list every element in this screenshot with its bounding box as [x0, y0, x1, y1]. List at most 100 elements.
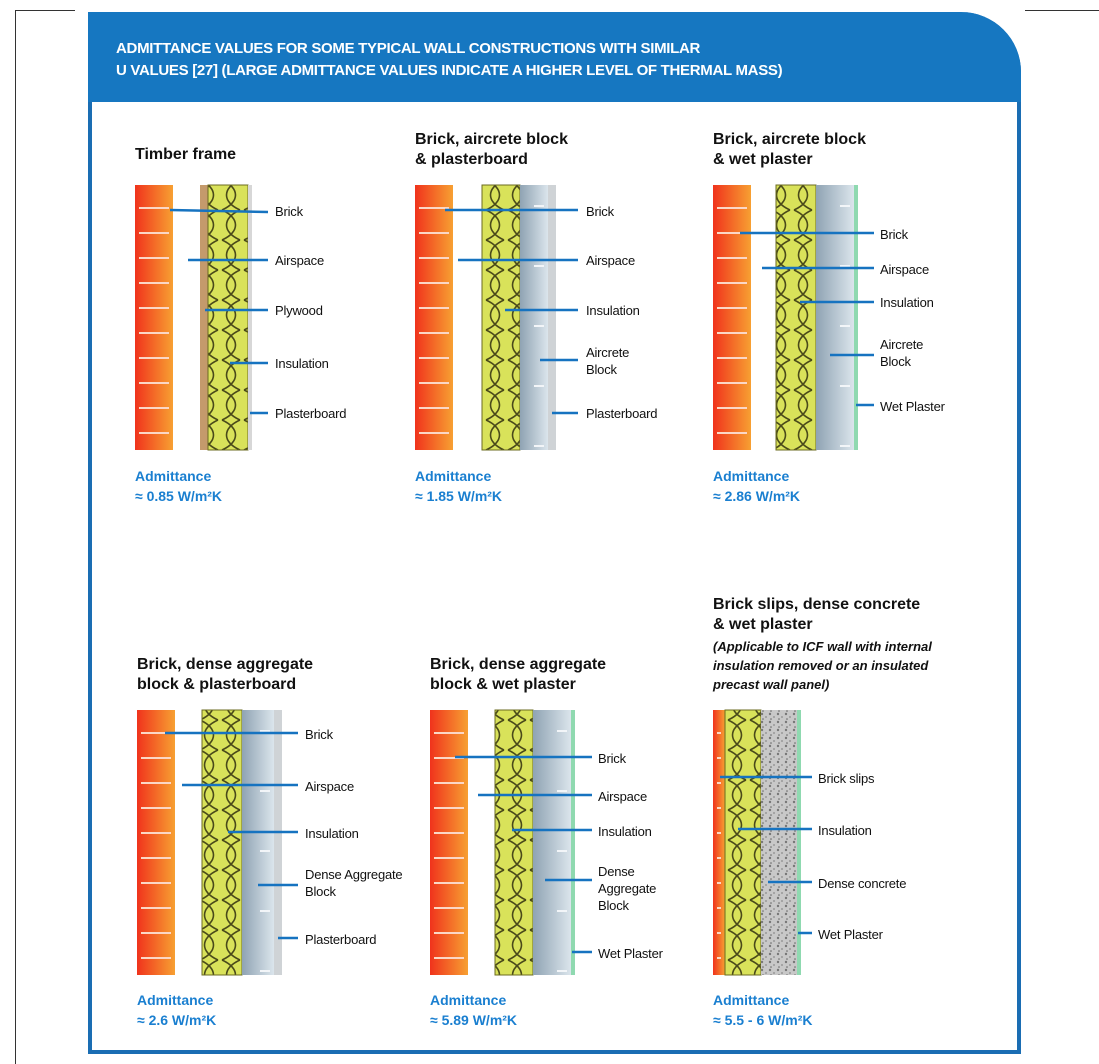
plasterboard-layer [274, 710, 282, 975]
block-joint [557, 970, 567, 972]
mortar-joint [419, 432, 449, 434]
block-joint [260, 910, 270, 912]
mortar-joint [717, 357, 747, 359]
layer-label: Airspace [586, 253, 635, 268]
mortar-joint [434, 957, 464, 959]
block-layer [533, 710, 571, 975]
layer-label: Dense Aggregate Block [598, 864, 657, 913]
insulation-layer [724, 709, 762, 976]
mortar-joint [717, 832, 721, 834]
wall-note: insulation removed or an insulated [713, 658, 929, 673]
mortar-joint [434, 857, 464, 859]
wall-title: Brick, dense aggregate [137, 656, 314, 673]
brick-layer [135, 185, 173, 450]
layer-label: Brick [880, 227, 908, 242]
layer-label: Dense concrete [818, 876, 907, 891]
plasterboard-layer [548, 185, 556, 450]
mortar-joint [717, 857, 721, 859]
mortar-joint [141, 732, 171, 734]
admittance-value: Admittance≈ 5.5 - 6 W/m²K [713, 990, 812, 1030]
figure-banner: ADMITTANCE VALUES FOR SOME TYPICAL WALL … [88, 12, 1021, 102]
block-joint [840, 385, 850, 387]
mortar-joint [419, 232, 449, 234]
insulation-layer [201, 709, 243, 976]
mortar-joint [139, 257, 169, 259]
admittance-label: Admittance [415, 468, 492, 484]
wet-plaster-layer [854, 185, 858, 450]
mortar-joint [434, 782, 464, 784]
banner-title-line-1: ADMITTANCE VALUES FOR SOME TYPICAL WALL … [116, 40, 701, 57]
admittance-label: Admittance [713, 992, 790, 1008]
brick-layer [430, 710, 468, 975]
mortar-joint [139, 307, 169, 309]
mortar-joint [717, 257, 747, 259]
wall-title: & plasterboard [415, 151, 528, 168]
wall-note: precast wall panel) [713, 677, 830, 692]
concrete-layer [761, 710, 797, 975]
wall-title: & wet plaster [713, 616, 813, 633]
block-joint [557, 850, 567, 852]
page-border [1025, 10, 1099, 11]
mortar-joint [717, 282, 747, 284]
block-joint [840, 265, 850, 267]
block-joint [260, 850, 270, 852]
mortar-joint [717, 782, 721, 784]
layer-label: Airspace [275, 253, 324, 268]
page-border [15, 10, 75, 11]
block-joint [260, 790, 270, 792]
mortar-joint [434, 932, 464, 934]
mortar-joint [434, 757, 464, 759]
mortar-joint [717, 207, 747, 209]
layer-label: Dense Aggregate Block [305, 867, 403, 899]
insulation-layer [494, 709, 534, 976]
layer-label: Insulation [586, 303, 640, 318]
mortar-joint [717, 957, 721, 959]
admittance-label: Admittance [135, 468, 212, 484]
layer-label: Brick [598, 751, 626, 766]
plywood-layer [200, 185, 210, 450]
layer-label: Insulation [598, 824, 652, 839]
mortar-joint [419, 407, 449, 409]
layer-label: Wet Plaster [880, 399, 945, 414]
mortar-joint [434, 732, 464, 734]
mortar-joint [141, 932, 171, 934]
admittance-label: Admittance [713, 468, 790, 484]
mortar-joint [717, 407, 747, 409]
mortar-joint [434, 832, 464, 834]
mortar-joint [139, 332, 169, 334]
block-joint [534, 325, 544, 327]
wall-title: Brick, aircrete block [713, 131, 866, 148]
block-joint [840, 325, 850, 327]
admittance-value: Admittance≈ 2.86 W/m²K [713, 466, 800, 506]
layer-label: Aircrete Block [586, 345, 630, 377]
mortar-joint [139, 382, 169, 384]
layer-label: Brick slips [818, 771, 875, 786]
admittance-value: Admittance≈ 5.89 W/m²K [430, 990, 517, 1030]
layer-label: Airspace [880, 262, 929, 277]
layer-label: Wet Plaster [818, 927, 883, 942]
mortar-joint [419, 307, 449, 309]
brick-layer [713, 710, 725, 975]
wall-title: Brick slips, dense concrete [713, 596, 921, 613]
mortar-joint [141, 857, 171, 859]
mortar-joint [141, 907, 171, 909]
layer-label: Brick [586, 204, 614, 219]
mortar-joint [141, 832, 171, 834]
layer-label: Airspace [598, 789, 647, 804]
layer-label: Aircrete Block [880, 337, 924, 369]
insulation-layer [481, 184, 521, 451]
mortar-joint [139, 232, 169, 234]
wall-note: (Applicable to ICF wall with internal [713, 639, 932, 654]
mortar-joint [419, 382, 449, 384]
layer-label: Insulation [275, 356, 329, 371]
mortar-joint [419, 357, 449, 359]
mortar-joint [717, 932, 721, 934]
wall-title: block & wet plaster [430, 676, 576, 693]
block-joint [557, 790, 567, 792]
admittance-label: Admittance [137, 992, 214, 1008]
mortar-joint [139, 282, 169, 284]
mortar-joint [434, 807, 464, 809]
block-layer [520, 185, 548, 450]
mortar-joint [141, 882, 171, 884]
